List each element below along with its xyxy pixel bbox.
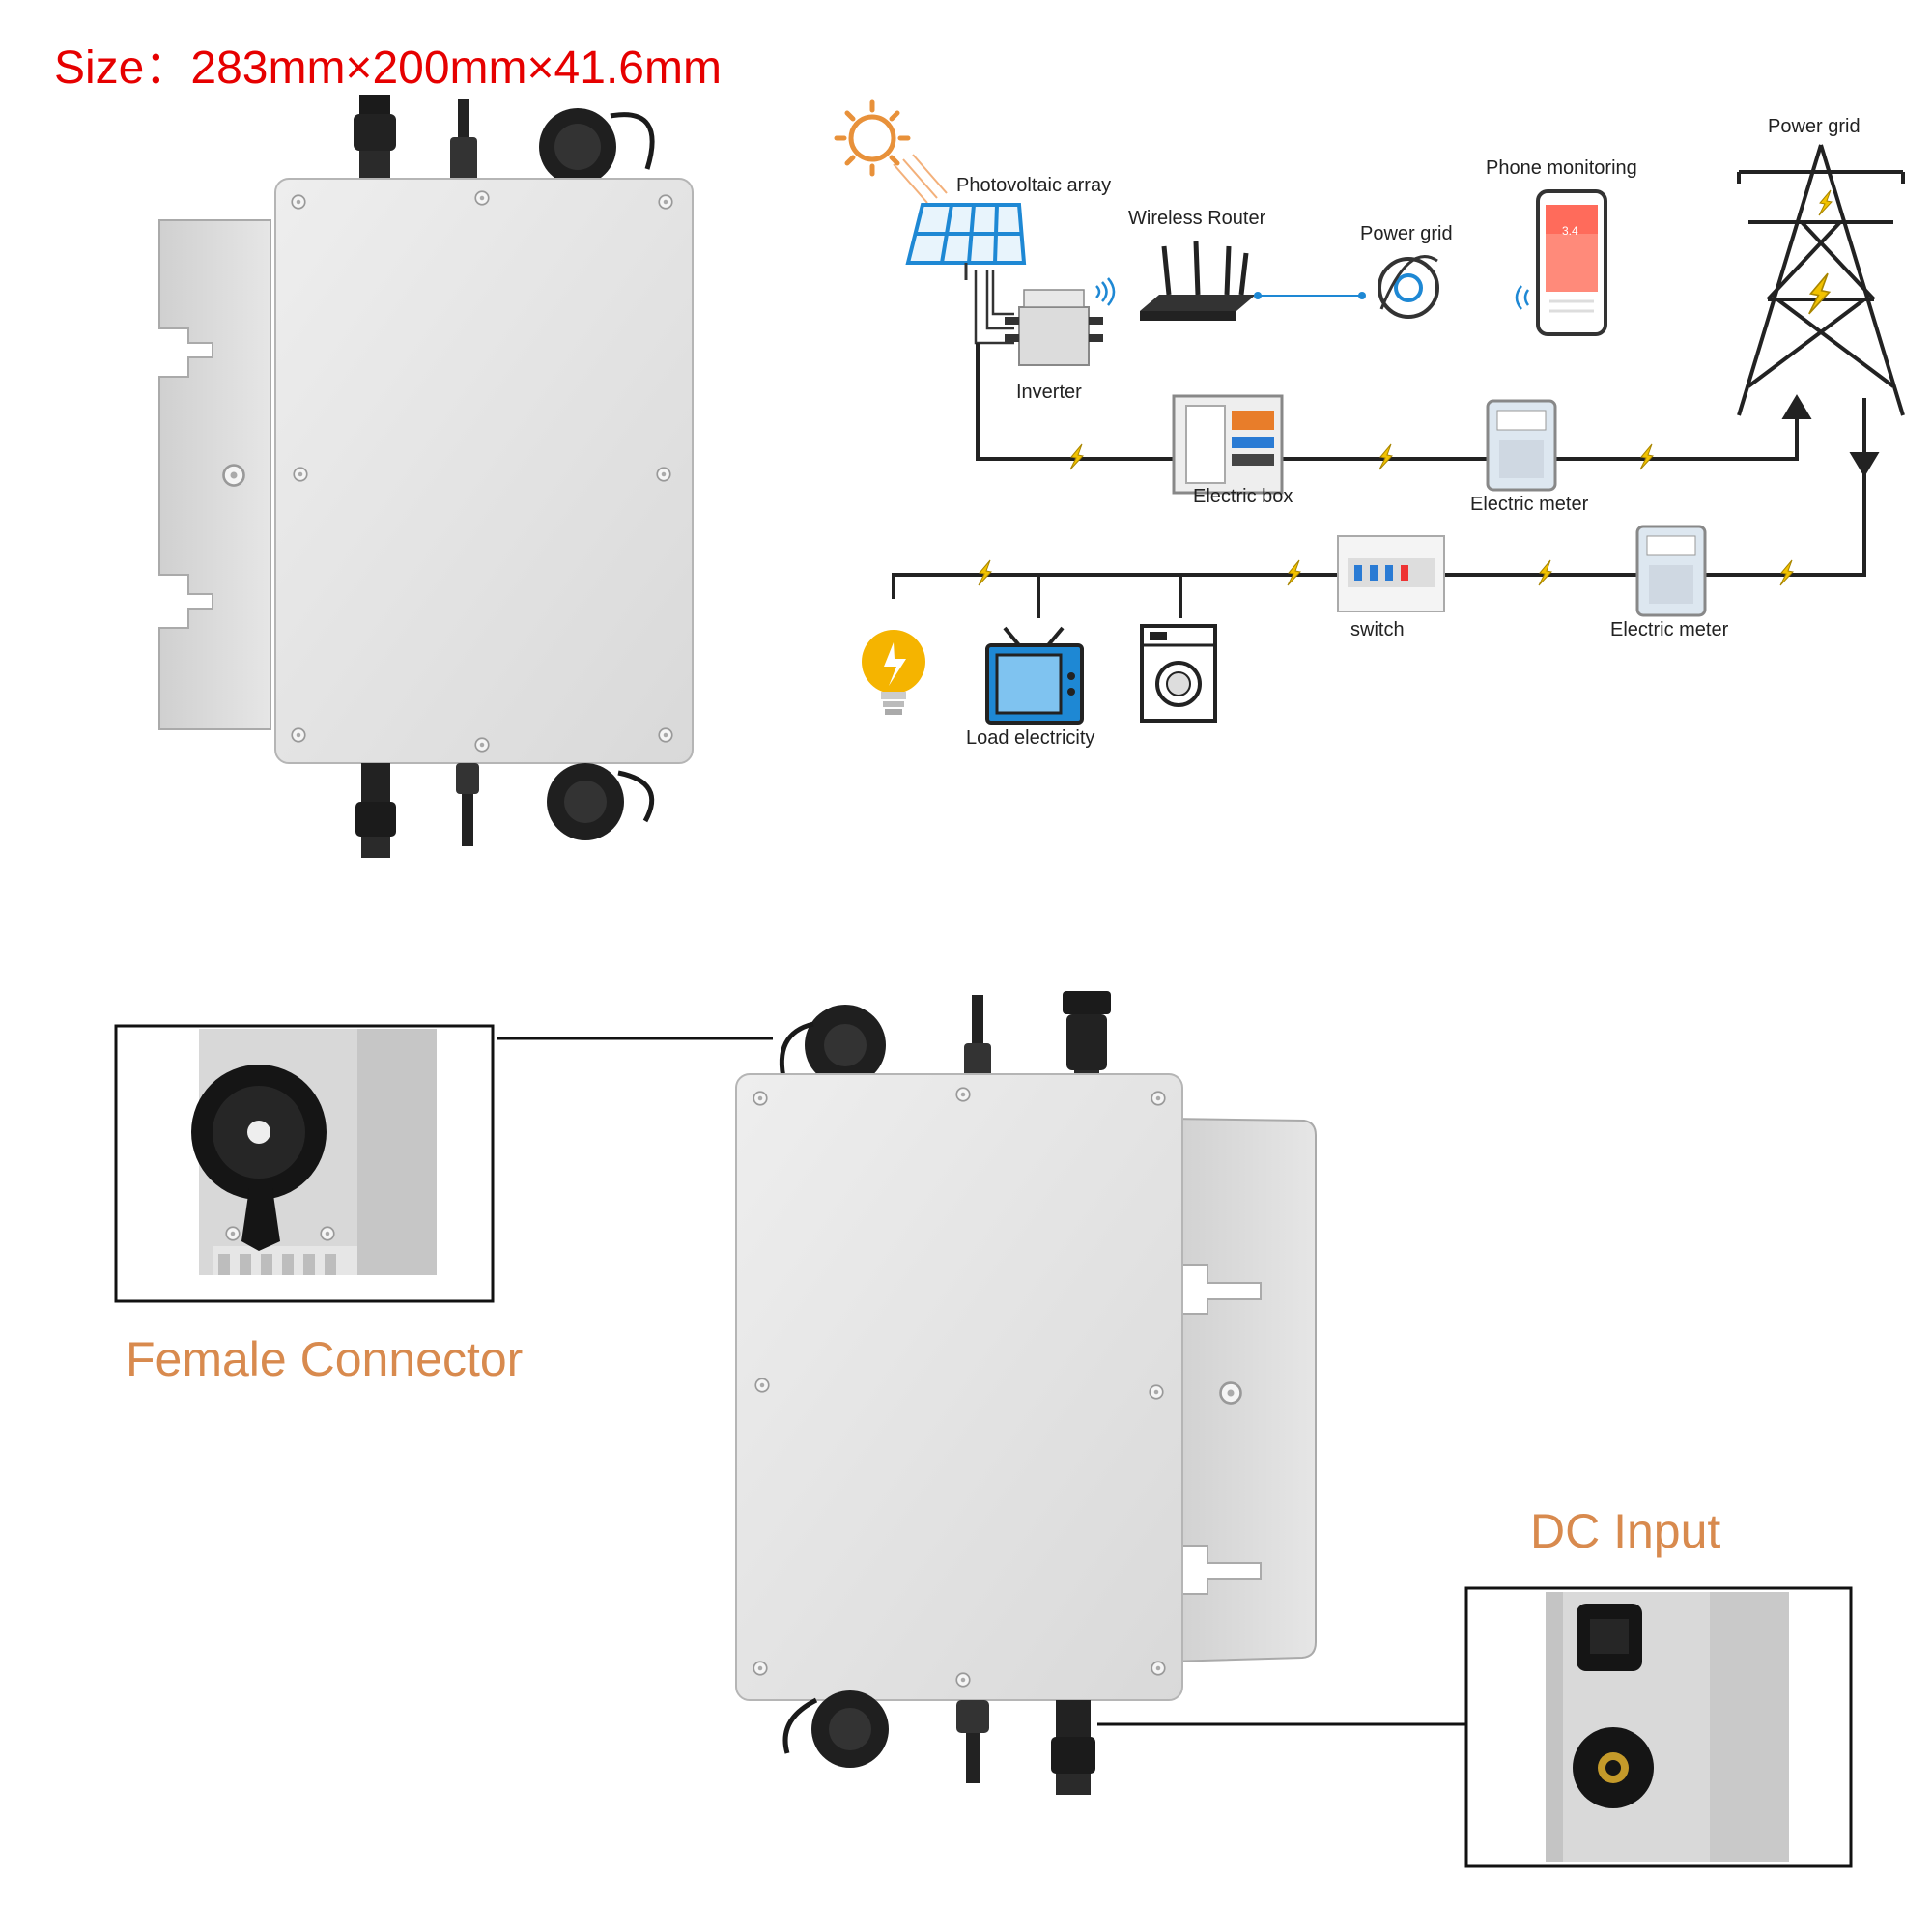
inverter-product-top bbox=[158, 95, 694, 858]
system-diagram: Photovoltaic array Inverter Wire bbox=[834, 99, 1905, 749]
label-switch: switch bbox=[1350, 619, 1405, 640]
inverter-body-bottom bbox=[735, 1073, 1183, 1701]
label-load: Load electricity bbox=[966, 727, 1094, 749]
label-router: Wireless Router bbox=[1128, 208, 1266, 229]
dc-input-closeup bbox=[1546, 1592, 1789, 1862]
label-electric-box: Electric box bbox=[1193, 486, 1293, 507]
switch-panel-icon bbox=[1337, 535, 1445, 612]
electric-box-icon bbox=[1172, 394, 1284, 495]
mounting-bracket bbox=[158, 219, 271, 730]
power-grid-globe-icon bbox=[1378, 255, 1439, 319]
female-connector-closeup bbox=[191, 1029, 437, 1275]
transmission-tower-icon bbox=[1737, 144, 1905, 416]
bottom-unit-top-connectors bbox=[779, 991, 1111, 1124]
bottom-unit-bottom-connectors bbox=[782, 1690, 1095, 1795]
female-connector-label: Female Connector bbox=[126, 1332, 524, 1386]
inverter-body bbox=[274, 178, 694, 764]
label-meter-top: Electric meter bbox=[1470, 494, 1589, 515]
washing-machine-icon bbox=[1140, 624, 1217, 723]
phone-reading: 3.4 bbox=[1562, 224, 1578, 238]
label-meter-bottom: Electric meter bbox=[1610, 619, 1729, 640]
top-connectors bbox=[354, 95, 655, 185]
female-connector-callout bbox=[114, 1024, 773, 1303]
label-pv-array: Photovoltaic array bbox=[956, 175, 1111, 196]
phone-icon: 3.4 bbox=[1515, 189, 1607, 336]
light-bulb-icon bbox=[862, 630, 925, 715]
router-icon bbox=[1140, 241, 1256, 321]
pv-panel-icon bbox=[905, 203, 1027, 280]
dc-wires bbox=[974, 270, 1014, 345]
inverter-icon bbox=[1005, 277, 1116, 366]
electric-meter-icon-top bbox=[1486, 399, 1557, 492]
label-grid-globe: Power grid bbox=[1360, 223, 1453, 244]
grid-line-top bbox=[976, 343, 1812, 461]
dc-input-label: DC Input bbox=[1530, 1504, 1721, 1558]
television-icon bbox=[985, 626, 1084, 724]
sun-icon bbox=[834, 99, 948, 204]
dc-input-callout bbox=[1097, 1586, 1853, 1868]
mounting-bracket-bottom bbox=[1168, 1117, 1317, 1663]
bottom-connectors bbox=[355, 763, 655, 858]
inverter-product-bottom bbox=[735, 991, 1317, 1795]
label-inverter: Inverter bbox=[1016, 382, 1082, 403]
electric-meter-icon-bottom bbox=[1635, 525, 1707, 617]
label-phone: Phone monitoring bbox=[1486, 157, 1637, 179]
label-tower: Power grid bbox=[1768, 116, 1861, 137]
size-label: Size：283mm×200mm×41.6mm bbox=[54, 43, 722, 94]
